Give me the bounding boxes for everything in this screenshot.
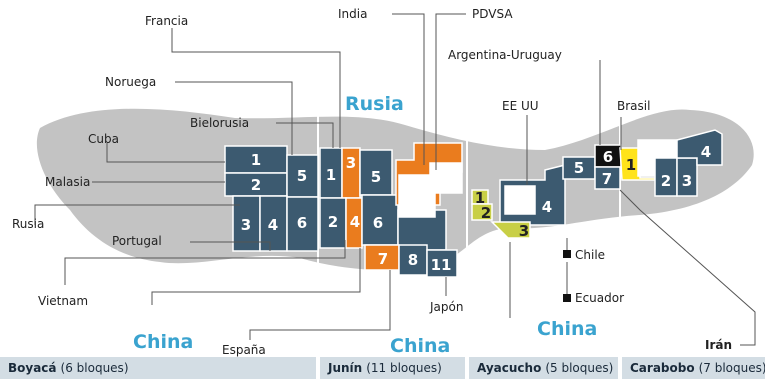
region-name: Boyacá	[8, 361, 57, 375]
label-rusia: Rusia	[12, 217, 44, 231]
junin-block-8-num: 8	[408, 251, 418, 269]
region-name: Junín	[328, 361, 363, 375]
junin-block-7[interactable]	[364, 244, 400, 271]
carabobo-block-1-num: 1	[626, 156, 636, 174]
region-count: (7 bloques)	[698, 361, 765, 375]
region-count: (5 bloques)	[545, 361, 614, 375]
ayacucho-block-4-num: 4	[542, 198, 552, 216]
ayacucho-block-1-num: 1	[475, 189, 485, 207]
label-china-3: China	[537, 318, 597, 340]
region-count: (6 bloques)	[60, 361, 129, 375]
carabobo-block-2-num: 2	[661, 172, 671, 190]
carabobo-block-4-num: 4	[701, 143, 711, 161]
region-count: (11 bloques)	[366, 361, 442, 375]
carabobo-block-7-num: 7	[602, 170, 612, 188]
region-bar-junin: Junín (11 bloques)	[320, 357, 465, 379]
boyaca-block-1-num: 1	[251, 151, 261, 169]
ayacucho-white-block[interactable]	[504, 185, 536, 215]
ayacucho-block-5-num: 5	[574, 159, 584, 177]
ecuador-marker-icon	[563, 294, 571, 302]
region-name: Carabobo	[630, 361, 695, 375]
region-name: Ayacucho	[477, 361, 542, 375]
label-vietnam: Vietnam	[38, 294, 88, 308]
chile-marker-icon	[563, 250, 571, 258]
label-eeuu: EE UU	[502, 99, 539, 113]
carabobo-block-4[interactable]	[676, 129, 723, 166]
boyaca-block-6[interactable]	[286, 196, 319, 252]
junin-block-5-num: 5	[371, 168, 381, 186]
boyaca-block-3-num: 3	[241, 216, 251, 234]
label-pdvsa: PDVSA	[472, 7, 513, 21]
junin-block-6[interactable]	[361, 194, 399, 246]
region-bar-ayacucho: Ayacucho (5 bloques)	[469, 357, 618, 379]
carabobo-blocks: 6 7 1 2 3 4	[594, 129, 723, 197]
label-brasil: Brasil	[617, 99, 650, 113]
label-noruega: Noruega	[105, 75, 156, 89]
label-cuba: Cuba	[88, 132, 119, 146]
ayacucho-block-3[interactable]	[490, 221, 531, 239]
label-chile: Chile	[575, 248, 605, 262]
ayacucho-block-2[interactable]	[471, 203, 493, 221]
leader-lines	[34, 13, 756, 346]
label-malasia: Malasia	[45, 175, 90, 189]
junin-block-2-num: 2	[328, 213, 338, 231]
label-rusia-big: Rusia	[345, 93, 404, 115]
junin-block-6-num: 6	[373, 214, 383, 232]
ayacucho-blocks: 4 5 1 2 3	[471, 156, 596, 240]
junin-block-11-num: 11	[431, 256, 452, 274]
junin-white-block-a[interactable]	[398, 174, 436, 218]
junin-white-block-b[interactable]	[429, 162, 463, 194]
ayacucho-block-3-num: 3	[519, 222, 529, 240]
junin-blocks: 1 3 5 2 4 6 7 8 11	[319, 142, 463, 278]
boyaca-block-2-num: 2	[251, 176, 261, 194]
label-bielorusia: Bielorusia	[190, 116, 249, 130]
label-china-2: China	[390, 335, 450, 357]
carabobo-block-6-num: 6	[603, 148, 613, 166]
junin-block-4-num: 4	[350, 213, 360, 231]
carabobo-block-7[interactable]	[594, 166, 621, 190]
label-espana: España	[222, 343, 266, 357]
country-labels: Francia India PDVSA Noruega Rusia Argent…	[12, 7, 732, 357]
label-japon: Japón	[429, 300, 463, 314]
boyaca-block-6-num: 6	[297, 214, 307, 232]
label-iran: Irán	[705, 338, 732, 352]
junin-block-5[interactable]	[359, 149, 393, 196]
label-portugal: Portugal	[112, 234, 162, 248]
label-ecuador: Ecuador	[575, 291, 624, 305]
junin-block-3-num: 3	[346, 154, 356, 172]
boyaca-block-5[interactable]	[286, 154, 319, 198]
boyaca-blocks: 1 2 5 3 4 6	[224, 145, 319, 252]
boyaca-block-4-num: 4	[268, 216, 278, 234]
carabobo-block-3-num: 3	[682, 172, 692, 190]
label-china-1: China	[133, 331, 193, 353]
region-bar-carabobo: Carabobo (7 bloques)	[622, 357, 765, 379]
ayacucho-block-2-num: 2	[481, 204, 491, 222]
label-argentina-uruguay: Argentina-Uruguay	[448, 48, 562, 62]
label-francia: Francia	[145, 14, 188, 28]
boyaca-block-5-num: 5	[297, 167, 307, 185]
region-bar-boyaca: Boyacá (6 bloques)	[0, 357, 316, 379]
junin-block-7-num: 7	[378, 250, 388, 268]
junin-block-1-num: 1	[326, 166, 336, 184]
label-india: India	[338, 7, 367, 21]
junin-block-11[interactable]	[426, 249, 458, 278]
